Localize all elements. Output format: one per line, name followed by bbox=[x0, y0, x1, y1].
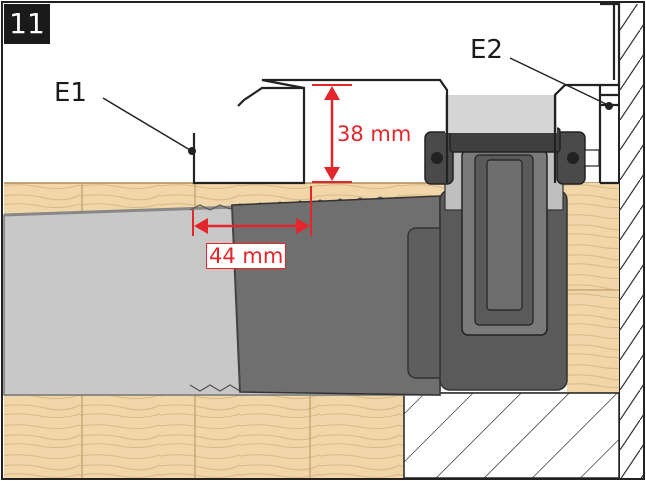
leader-lines bbox=[102, 57, 613, 155]
label-e1: E1 bbox=[54, 78, 87, 108]
drain-body bbox=[407, 127, 600, 391]
dimension-width-label: 44 mm bbox=[206, 243, 287, 269]
profile-e1 bbox=[192, 78, 449, 185]
step-number: 11 bbox=[9, 7, 45, 40]
wall bbox=[618, 4, 643, 478]
label-e2: E2 bbox=[470, 35, 503, 65]
dimension-width bbox=[192, 186, 312, 236]
dimension-height-label: 38 mm bbox=[335, 122, 414, 146]
wood-block-right bbox=[567, 183, 619, 393]
hatched-joist bbox=[403, 392, 620, 479]
gap-area bbox=[445, 95, 557, 133]
dimension-height bbox=[312, 84, 352, 183]
step-badge bbox=[4, 4, 50, 44]
